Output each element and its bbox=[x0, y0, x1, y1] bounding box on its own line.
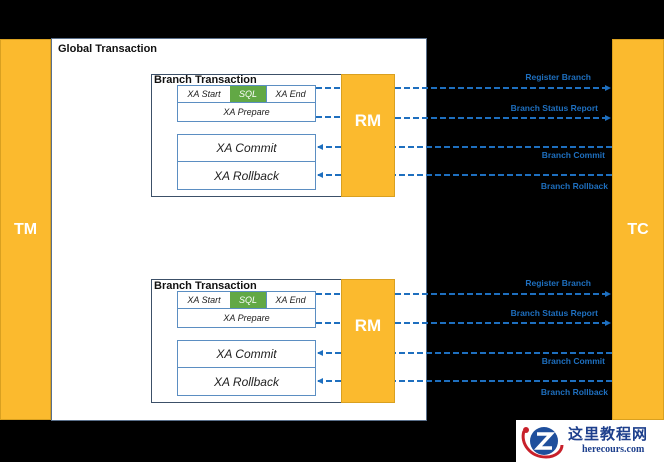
watermark-en: herecours.com bbox=[582, 444, 645, 455]
xa-rollback-cell: XA Rollback bbox=[214, 168, 279, 183]
sql-cell: SQL bbox=[230, 86, 266, 102]
branch-status-report-label: Branch Status Report bbox=[510, 308, 598, 318]
xa-commit-cell: XA Commit bbox=[216, 141, 277, 155]
branch-commit-label: Branch Commit bbox=[541, 150, 605, 160]
tc-box: TC bbox=[612, 39, 664, 420]
xa-end-cell: XA End bbox=[275, 89, 306, 99]
branch-status-report-label: Branch Status Report bbox=[510, 103, 598, 113]
xa-completion-box bbox=[177, 340, 316, 396]
xa-start-cell: XA Start bbox=[187, 295, 221, 305]
row-divider bbox=[178, 308, 315, 309]
row-divider bbox=[178, 367, 315, 368]
rm-box: RM bbox=[341, 74, 395, 197]
watermark: 这里教程网 herecours.com bbox=[516, 420, 664, 462]
register-branch-label: Register Branch bbox=[525, 278, 591, 288]
row-divider bbox=[178, 102, 315, 103]
xa-completion-box bbox=[177, 134, 316, 190]
branch-commit-label: Branch Commit bbox=[541, 356, 605, 366]
rm-label: RM bbox=[354, 110, 382, 130]
branch-rollback-label: Branch Rollback bbox=[540, 181, 608, 191]
global-transaction-title: Global Transaction bbox=[58, 43, 158, 55]
xa-prepare-cell: XA Prepare bbox=[223, 107, 270, 117]
sql-cell: SQL bbox=[230, 292, 266, 308]
tm-box: TM bbox=[0, 39, 51, 420]
register-branch-label: Register Branch bbox=[525, 72, 591, 82]
branch-rollback-label: Branch Rollback bbox=[540, 387, 608, 397]
tc-label: TC bbox=[627, 220, 649, 238]
xa-rollback-cell: XA Rollback bbox=[214, 374, 279, 389]
xa-prepare-cell: XA Prepare bbox=[223, 313, 270, 323]
tm-label: TM bbox=[13, 220, 38, 238]
rm-label: RM bbox=[354, 316, 382, 335]
rm-box: RM bbox=[341, 279, 395, 403]
xa-end-cell: XA End bbox=[275, 295, 306, 305]
cell-divider bbox=[266, 86, 267, 102]
row-divider bbox=[178, 161, 315, 162]
branch-transaction-title: Branch Transaction bbox=[154, 74, 257, 86]
cell-divider bbox=[266, 292, 267, 308]
xa-start-cell: XA Start bbox=[187, 89, 221, 99]
watermark-cn: 这里教程网 bbox=[568, 425, 649, 443]
branch-transaction-title: Branch Transaction bbox=[154, 280, 257, 292]
z-logo-icon bbox=[521, 427, 564, 459]
xa-prepare-phase-box bbox=[177, 291, 316, 328]
xa-commit-cell: XA Commit bbox=[216, 347, 277, 361]
